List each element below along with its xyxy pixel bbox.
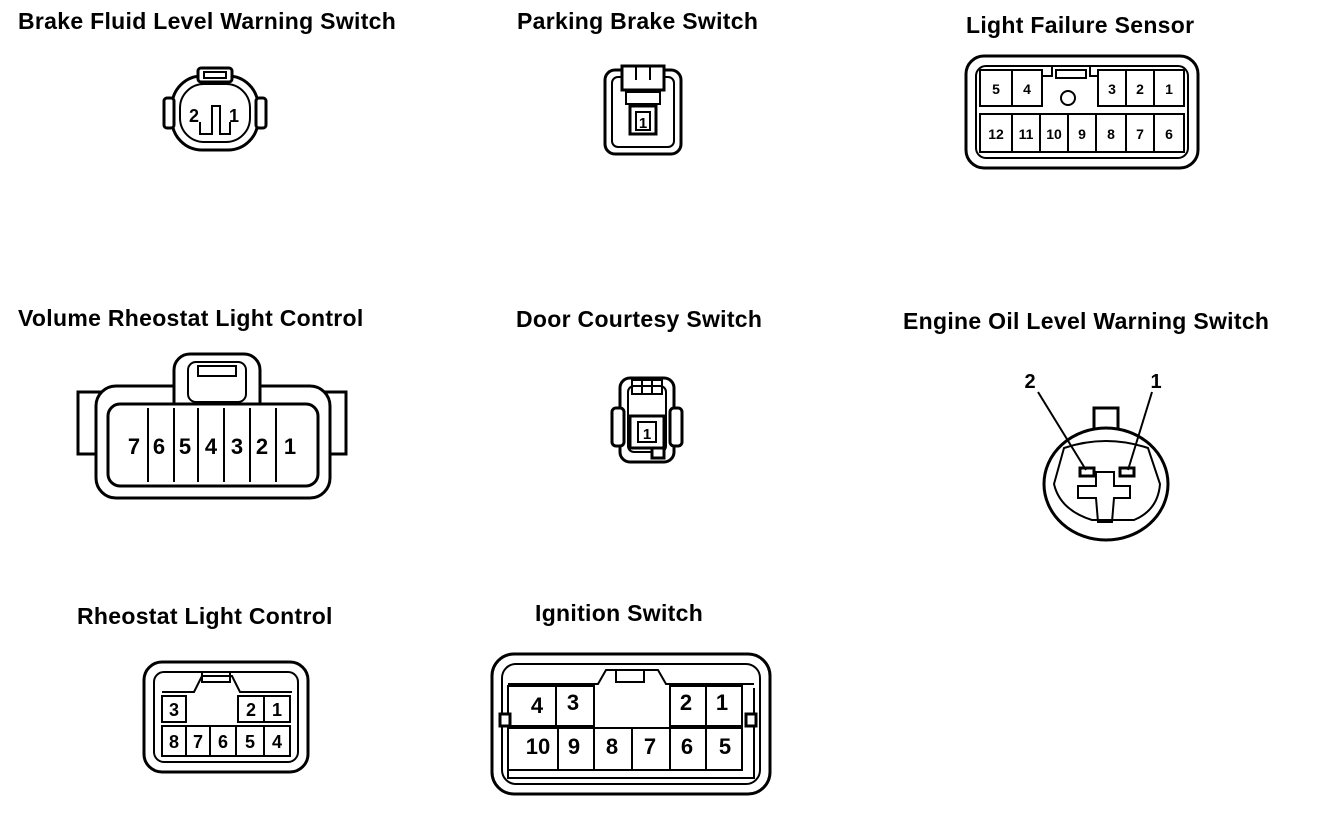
ignition-pin-10: 10: [526, 734, 550, 759]
rheostat-pin-3: 3: [169, 700, 179, 720]
rheostat-pin-2: 2: [246, 700, 256, 720]
rheostat-connector: 3 2 1 8 7 6 5 4: [142, 660, 310, 774]
rheostat-pin-1: 1: [272, 700, 282, 720]
rheostat-title: Rheostat Light Control: [77, 603, 333, 629]
parking-brake-title: Parking Brake Switch: [517, 8, 759, 34]
ignition-pin-6: 6: [681, 734, 693, 759]
ignition-pin-4: 4: [531, 693, 544, 718]
rheostat-pin-8: 8: [169, 732, 179, 752]
door-courtesy-pin-1: 1: [643, 426, 651, 443]
light-failure-pin-11: 11: [1019, 126, 1034, 142]
volume-rheostat-pin-6: 6: [153, 434, 165, 459]
engine-oil-title: Engine Oil Level Warning Switch: [903, 308, 1270, 334]
brake-fluid-pin-1: 1: [229, 106, 239, 126]
ignition-pin-1: 1: [716, 690, 728, 715]
light-failure-pin-8: 8: [1107, 126, 1115, 142]
parking-brake-connector: 1: [603, 64, 683, 156]
ignition-pin-8: 8: [606, 734, 618, 759]
ignition-pin-5: 5: [719, 734, 731, 759]
engine-oil-connector: 2 1: [1024, 371, 1170, 542]
engine-oil-pin-1: 1: [1150, 371, 1161, 393]
brake-fluid-connector: 2 1: [162, 66, 268, 152]
light-failure-pin-2: 2: [1136, 81, 1144, 97]
rheostat-pin-5: 5: [245, 732, 255, 752]
volume-rheostat-title: Volume Rheostat Light Control: [18, 305, 364, 331]
volume-rheostat-pin-4: 4: [205, 434, 218, 459]
ignition-pin-9: 9: [568, 734, 580, 759]
ignition-pin-2: 2: [680, 690, 692, 715]
light-failure-pin-5: 5: [992, 81, 1000, 97]
volume-rheostat-pin-3: 3: [231, 434, 243, 459]
light-failure-pin-1: 1: [1165, 81, 1173, 97]
light-failure-pin-3: 3: [1108, 81, 1116, 97]
volume-rheostat-pin-1: 1: [284, 434, 296, 459]
light-failure-pin-9: 9: [1078, 126, 1086, 142]
volume-rheostat-pin-5: 5: [179, 434, 191, 459]
volume-rheostat-pin-2: 2: [256, 434, 268, 459]
light-failure-pin-6: 6: [1165, 126, 1173, 142]
volume-rheostat-pin-7: 7: [128, 434, 140, 459]
light-failure-title: Light Failure Sensor: [966, 12, 1195, 38]
engine-oil-pin-2: 2: [1024, 371, 1035, 393]
ignition-pin-3: 3: [567, 690, 579, 715]
volume-rheostat-connector: 7 6 5 4 3 2 1: [76, 352, 348, 500]
ignition-connector: 4 3 2 1 10 9 8 7 6 5: [490, 652, 772, 796]
light-failure-pin-4: 4: [1023, 81, 1031, 97]
ignition-pin-7: 7: [644, 734, 656, 759]
brake-fluid-pin-2: 2: [189, 106, 199, 126]
light-failure-pin-12: 12: [988, 126, 1004, 142]
light-failure-pin-10: 10: [1046, 126, 1062, 142]
parking-brake-pin-1: 1: [639, 115, 647, 132]
door-courtesy-title: Door Courtesy Switch: [516, 306, 763, 332]
rheostat-pin-4: 4: [272, 732, 282, 752]
light-failure-pin-7: 7: [1136, 126, 1144, 142]
ignition-title: Ignition Switch: [535, 600, 704, 626]
rheostat-pin-7: 7: [193, 732, 203, 752]
brake-fluid-title: Brake Fluid Level Warning Switch: [18, 8, 397, 34]
door-courtesy-connector: 1: [610, 376, 684, 464]
light-failure-connector: 5 4 3 2 1 12 11 10 9 8 7 6: [964, 54, 1200, 170]
rheostat-pin-6: 6: [218, 732, 228, 752]
